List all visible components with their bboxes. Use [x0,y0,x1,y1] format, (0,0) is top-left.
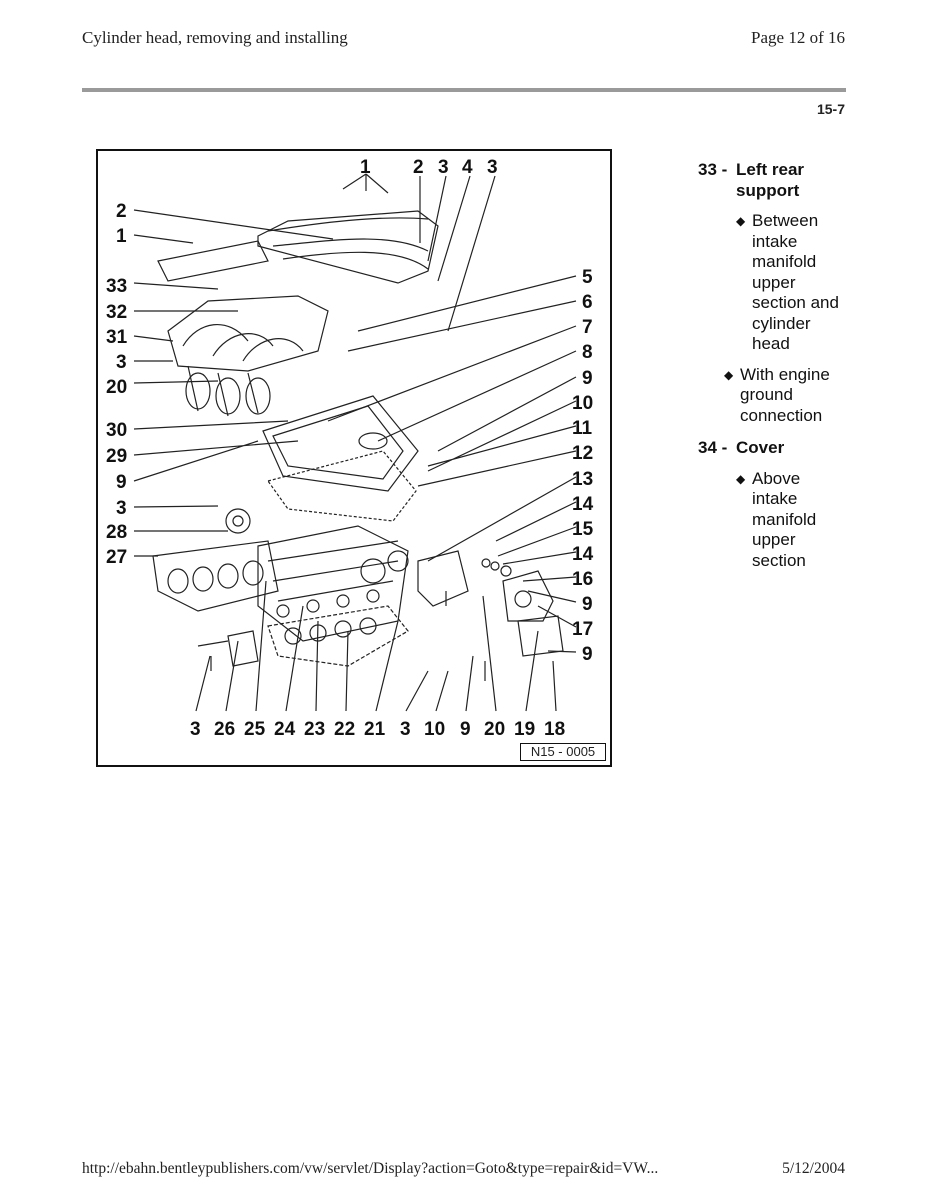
figure-label: 10 [572,393,593,414]
figure-label: 3 [438,157,449,178]
figure-label: 20 [484,719,505,740]
legend-item-heading: 33 - Left rear support [698,160,848,201]
figure-label: 31 [106,327,128,348]
footer-date: 5/12/2004 [782,1160,845,1177]
figure-label: 23 [304,719,325,740]
figure-label: 2 [413,157,424,178]
legend-item-number: 33 - [698,160,728,179]
figure-label: 5 [582,267,593,288]
figure-label: 26 [214,719,235,740]
engine-diagram: 1 2 3 4 3 2 1 33 32 31 3 20 30 29 9 3 28… [106,157,594,740]
figure-label: 2 [116,201,127,222]
figure-label: 19 [514,719,535,740]
figure-code: N15 - 0005 [520,743,606,761]
figure-label: 6 [582,292,593,313]
figure-label: 22 [334,719,355,740]
figure-label: 27 [106,547,127,568]
figure-label: 3 [116,498,127,519]
diamond-bullet-icon: ◆ [736,214,746,228]
legend-item: 33 - Left rear support ◆ Between intake … [698,160,848,426]
figure-label: 3 [190,719,201,740]
legend-bullet: ◆ Between intake manifold upper section … [736,211,848,355]
figure-label: 30 [106,420,127,441]
figure-label: 9 [460,719,471,740]
exploded-view-figure: 1 2 3 4 3 2 1 33 32 31 3 20 30 29 9 3 28… [96,149,612,767]
figure-label: 1 [116,226,127,247]
figure-label: 3 [116,352,127,373]
legend-bullet-text: Between intake manifold upper section an… [752,211,839,353]
legend-bullet: ◆ Above intake manifold upper section [736,469,848,572]
figure-label: 10 [424,719,445,740]
figure-label: 4 [462,157,473,178]
figure-label: 28 [106,522,127,543]
legend-item-number: 34 - [698,438,728,457]
figure-label: 25 [244,719,266,740]
figure-label: 15 [572,519,594,540]
figure-label: 11 [572,418,593,439]
diamond-bullet-icon: ◆ [724,367,734,382]
figure-label: 8 [582,342,593,363]
figure-label: 21 [364,719,386,740]
page-header-title: Cylinder head, removing and installing [82,28,348,47]
parts-legend: 33 - Left rear support ◆ Between intake … [698,160,848,571]
legend-item-heading: 34 - Cover [698,438,848,459]
legend-bullet: ◆ With engine ground connection [724,365,848,427]
legend-item-title: Cover [736,438,785,457]
legend-bullet-text: With engine ground connection [740,364,830,425]
figure-label: 3 [487,157,498,178]
figure-label: 29 [106,446,127,467]
figure-label: 14 [572,494,594,515]
legend-bullet-text: Above intake manifold upper section [752,468,817,570]
diamond-bullet-icon: ◆ [736,471,746,486]
figure-label: 17 [572,619,593,640]
header-rule [82,88,846,92]
figure-label: 14 [572,544,594,565]
figure-label: 18 [544,719,565,740]
legend-item-title: Left rear support [736,160,805,200]
figure-label: 12 [572,443,593,464]
figure-label: 9 [582,368,593,389]
figure-label: 3 [400,719,411,740]
figure-label: 9 [582,594,593,615]
footer-url-link[interactable]: http://ebahn.bentleypublishers.com/vw/se… [82,1160,659,1177]
figure-label: 7 [582,317,593,338]
section-number: 15-7 [816,101,845,117]
legend-item: 34 - Cover ◆ Above intake manifold upper… [698,438,848,571]
figure-label: 9 [582,644,593,665]
figure-label: 9 [116,472,127,493]
figure-label: 24 [274,719,296,740]
figure-label: 33 [106,276,127,297]
figure-label: 20 [106,377,127,398]
page-number: Page 12 of 16 [751,28,845,47]
figure-label: 32 [106,302,127,323]
figure-label: 16 [572,569,593,590]
figure-label: 13 [572,469,593,490]
figure-label: 1 [360,157,371,178]
